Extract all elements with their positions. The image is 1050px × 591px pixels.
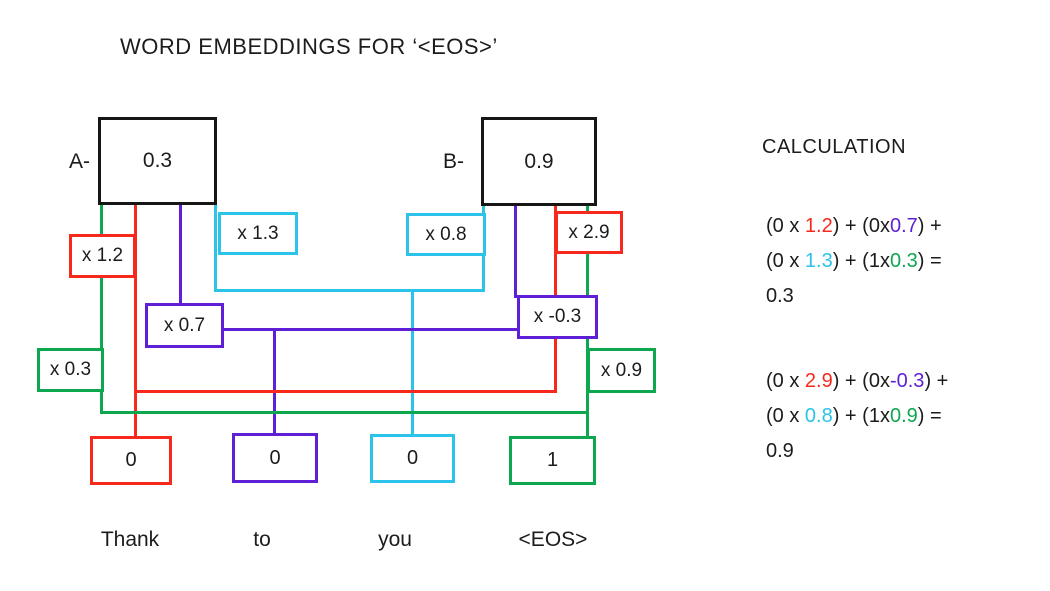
edge-green-horizontal bbox=[100, 411, 589, 414]
weight-a-to-box: x 0.7 bbox=[145, 303, 224, 348]
edge-cyan-you-vertical bbox=[411, 291, 414, 437]
weight-a-eos-label: x 0.3 bbox=[49, 359, 92, 380]
calc-a-weight-purple: 0.7 bbox=[889, 215, 918, 237]
weight-a-thank-box: x 1.2 bbox=[69, 234, 136, 278]
word-to: to bbox=[253, 528, 271, 551]
weight-b-you-box: x 0.8 bbox=[406, 213, 486, 256]
edge-purple-horizontal bbox=[222, 328, 519, 331]
word-thank: Thank bbox=[100, 528, 160, 551]
edge-red-horizontal bbox=[134, 390, 557, 393]
neuron-a-label: A- bbox=[69, 150, 90, 173]
input-box-thank: 0 bbox=[90, 436, 172, 485]
neuron-a-box: 0.3 bbox=[98, 117, 217, 205]
edge-purple-a-vertical bbox=[179, 205, 182, 305]
weight-a-you-label: x 1.3 bbox=[237, 222, 279, 244]
input-box-eos: 1 bbox=[509, 436, 596, 485]
neuron-b-label: B- bbox=[443, 150, 464, 173]
weight-b-to-box: x -0.3 bbox=[517, 295, 598, 339]
word-you: you bbox=[378, 528, 412, 551]
calc-a-weight-green: 0.3 bbox=[889, 250, 918, 272]
weight-b-thank-box: x 2.9 bbox=[555, 211, 623, 254]
input-box-you: 0 bbox=[370, 434, 455, 483]
calc-b-result: 0.9 bbox=[766, 440, 794, 462]
weight-a-to-label: x 0.7 bbox=[163, 314, 206, 336]
calc-b-weight-red: 2.9 bbox=[804, 370, 833, 392]
calc-b-weight-green: 0.9 bbox=[889, 405, 918, 427]
input-value-thank: 0 bbox=[125, 449, 137, 471]
weight-a-eos-box: x 0.3 bbox=[37, 348, 104, 392]
neuron-a-value: 0.3 bbox=[142, 149, 173, 172]
word-eos: <EOS> bbox=[518, 528, 588, 551]
input-value-you: 0 bbox=[406, 447, 419, 469]
edge-cyan-horizontal bbox=[214, 289, 485, 292]
weight-b-to-label: x -0.3 bbox=[533, 306, 582, 327]
calc-b-line2: (0 x 0.8) + (1x0.9) = bbox=[766, 405, 942, 427]
calc-a-result: 0.3 bbox=[766, 285, 794, 307]
weight-a-you-box: x 1.3 bbox=[218, 212, 298, 255]
calculation-block-a: (0 x 1.2) + (0x0.7) + (0 x 1.3) + (1x0.3… bbox=[766, 209, 1016, 314]
weight-a-thank-label: x 1.2 bbox=[81, 245, 124, 266]
calculation-block-b: (0 x 2.9) + (0x-0.3) + (0 x 0.8) + (1x0.… bbox=[766, 364, 1016, 469]
edge-cyan-a-vertical bbox=[214, 205, 217, 292]
neuron-b-value: 0.9 bbox=[524, 149, 554, 173]
input-value-to: 0 bbox=[269, 446, 281, 469]
edge-green-a-vertical bbox=[100, 205, 103, 414]
edge-purple-to-vertical bbox=[273, 328, 276, 436]
calc-b-line1: (0 x 2.9) + (0x-0.3) + bbox=[766, 370, 949, 392]
weight-b-you-label: x 0.8 bbox=[425, 223, 467, 245]
calc-a-line2: (0 x 1.3) + (1x0.3) = bbox=[766, 250, 942, 272]
weight-b-thank-label: x 2.9 bbox=[568, 221, 610, 243]
neuron-b-box: 0.9 bbox=[481, 117, 597, 206]
weight-b-eos-label: x 0.9 bbox=[600, 359, 643, 381]
diagram-title: WORD EMBEDDINGS FOR ‘<EOS>’ bbox=[120, 34, 498, 59]
calc-b-weight-cyan: 0.8 bbox=[804, 405, 833, 427]
calc-a-line1: (0 x 1.2) + (0x0.7) + bbox=[766, 215, 942, 237]
weight-b-eos-box: x 0.9 bbox=[587, 348, 656, 393]
edge-red-a-vertical bbox=[134, 205, 137, 437]
calc-b-weight-purple: -0.3 bbox=[889, 370, 925, 392]
calculation-heading: CALCULATION bbox=[762, 136, 907, 158]
calc-a-weight-cyan: 1.3 bbox=[804, 250, 833, 272]
input-value-eos: 1 bbox=[546, 449, 559, 471]
calc-a-weight-red: 1.2 bbox=[804, 215, 833, 237]
edge-purple-b-vertical bbox=[514, 206, 517, 298]
input-box-to: 0 bbox=[232, 433, 318, 483]
